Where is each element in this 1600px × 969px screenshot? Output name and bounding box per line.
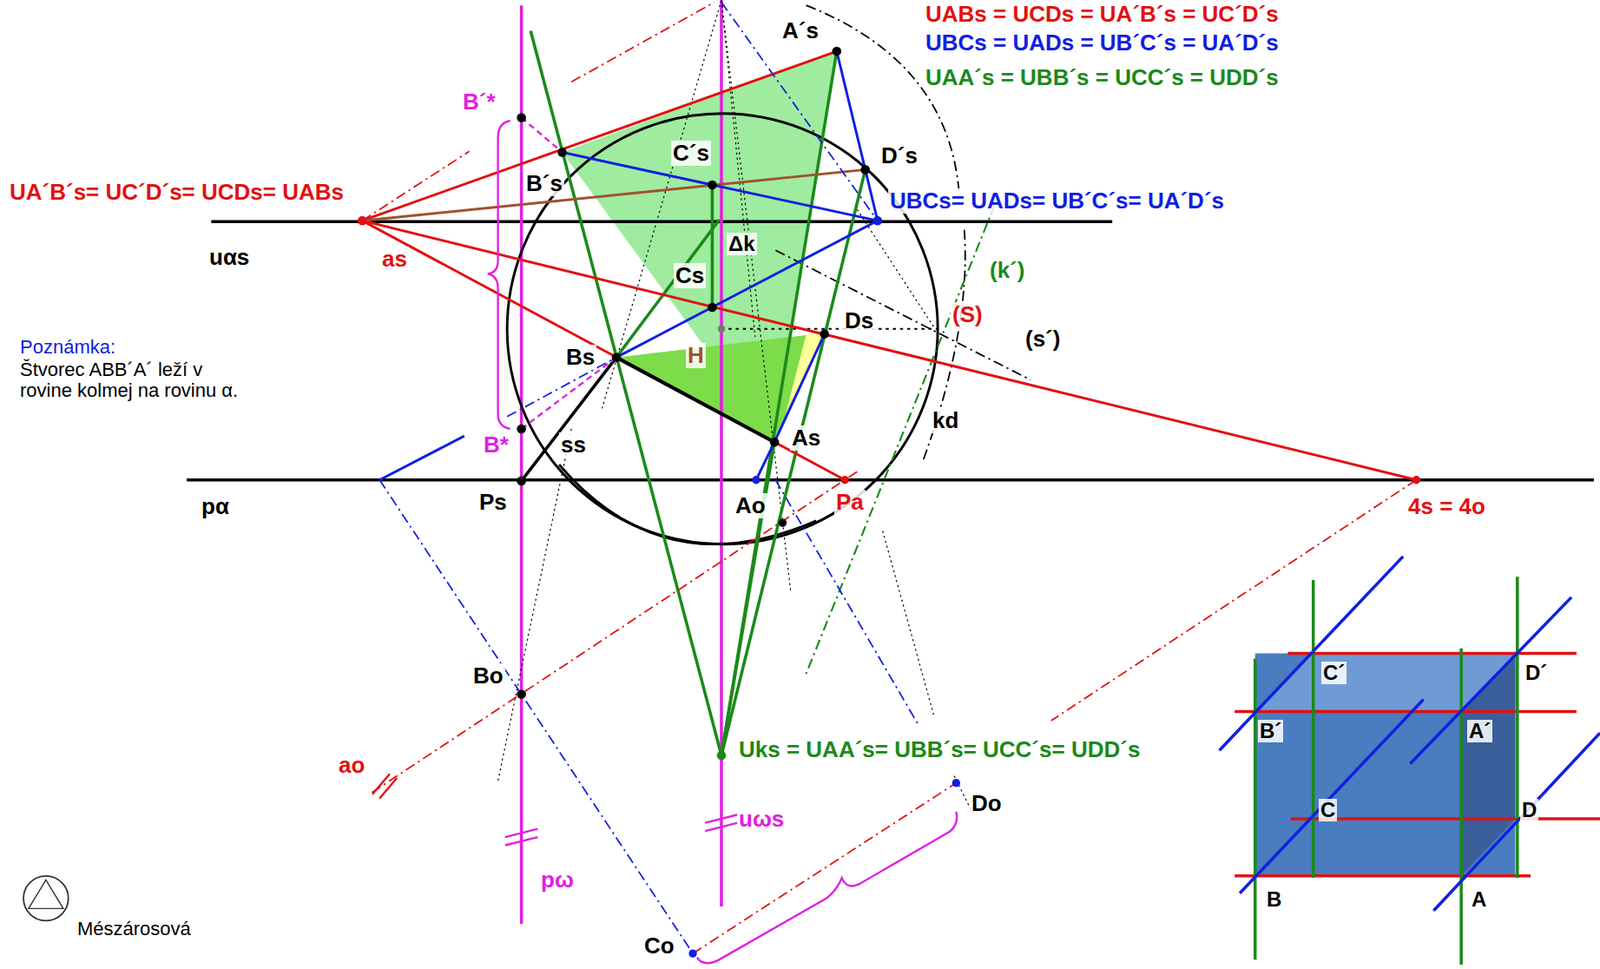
label-text: (k´) bbox=[987, 257, 1027, 284]
label-text: Štvorec ABB´A´ leží v rovine kolmej na r… bbox=[18, 359, 257, 402]
label-text: Co bbox=[642, 933, 677, 959]
label-text: A´s bbox=[780, 18, 821, 44]
label-text: 4s = 4o bbox=[1406, 493, 1488, 520]
label-text: Ps bbox=[477, 489, 509, 515]
label-text: ao bbox=[336, 752, 367, 778]
label-text: pω bbox=[539, 867, 576, 893]
label-text: UAA´s = UBB´s = UCC´s = UDD´s bbox=[923, 65, 1281, 91]
label-text: C bbox=[1318, 798, 1337, 822]
label-text: pα bbox=[199, 493, 231, 520]
label-text: Δk bbox=[726, 232, 758, 256]
label-text: Uks = UAA´s= UBB´s= UCC´s= UDD´s bbox=[737, 737, 1142, 763]
label-text: as bbox=[380, 246, 409, 272]
label-text: UBCs= UADs= UB´C´s= UA´D´s bbox=[888, 188, 1226, 214]
label-text: kd bbox=[930, 408, 961, 434]
label-text: B´ bbox=[1257, 719, 1284, 743]
label-text: B´s bbox=[524, 171, 565, 197]
label-text: As bbox=[790, 425, 823, 451]
label-text: Bs bbox=[564, 344, 597, 370]
label-text: B* bbox=[481, 432, 511, 458]
label-text: Poznámka: bbox=[18, 336, 118, 358]
label-text: (s´) bbox=[1023, 326, 1062, 352]
label-text: (S) bbox=[950, 302, 985, 328]
label-text: C´ bbox=[1321, 661, 1347, 685]
label-text: UABs = UCDs = UA´B´s = UC´D´s bbox=[923, 1, 1281, 27]
label-text: Mészárosová bbox=[75, 918, 193, 940]
label-text: ss bbox=[559, 432, 588, 458]
label-text: uωs bbox=[737, 806, 786, 832]
label-text: B bbox=[1264, 888, 1284, 911]
label-text: uαs bbox=[207, 244, 251, 270]
label-text: UA´B´s= UC´D´s= UCDs= UABs bbox=[7, 179, 346, 205]
label-text: A´ bbox=[1467, 719, 1493, 743]
label-text: Do bbox=[969, 790, 1004, 817]
label-text: A bbox=[1469, 888, 1489, 911]
label-text: Bo bbox=[471, 663, 506, 689]
label-text: D´ bbox=[1523, 661, 1549, 685]
label-text: D bbox=[1520, 798, 1539, 822]
label-text: Pa bbox=[834, 489, 866, 515]
label-text: H bbox=[685, 342, 706, 369]
label-text: Ao bbox=[733, 493, 768, 519]
label-text: Cs bbox=[673, 263, 706, 289]
label-text: C´s bbox=[671, 140, 712, 166]
label-text: B´* bbox=[460, 89, 498, 115]
label-text: D´s bbox=[879, 143, 920, 169]
label-text: Ds bbox=[842, 308, 876, 334]
label-text: UBCs = UADs = UB´C´s = UA´D´s bbox=[923, 30, 1281, 56]
